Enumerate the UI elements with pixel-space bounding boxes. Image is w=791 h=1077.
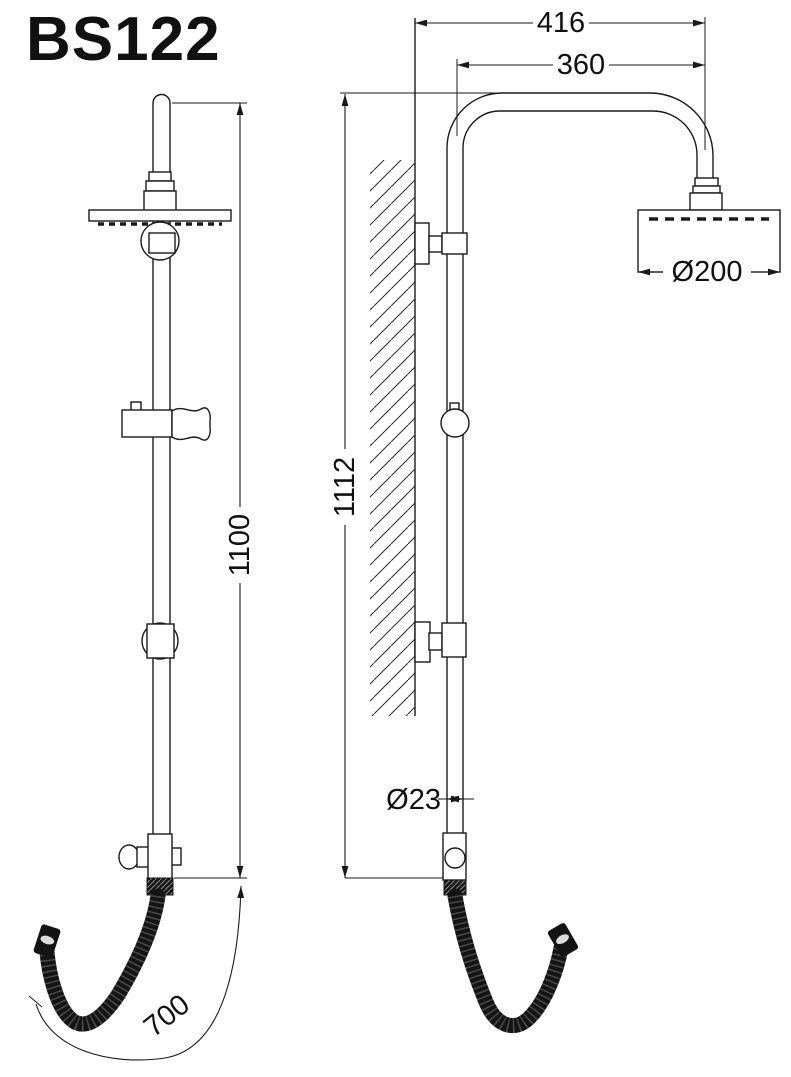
diverter-valve-front — [147, 833, 173, 880]
front-view: 1100 700 — [28, 93, 256, 1061]
wall-bracket-upper — [414, 222, 468, 265]
dim-arm-projection: 360 — [456, 49, 705, 136]
wall-bracket-lower — [414, 621, 467, 663]
shower-arm-inner — [462, 110, 698, 836]
hose-fitting-side — [547, 923, 579, 957]
slider-holder-cradle — [171, 407, 211, 441]
head-flange-front — [148, 171, 172, 182]
shower-arm-outer — [446, 92, 714, 836]
head-flange-side — [694, 177, 719, 187]
ball-joint-clamp — [148, 232, 176, 254]
side-height-label: 1112 — [329, 457, 361, 517]
diverter-knob-front — [118, 844, 140, 870]
wall-hatching — [370, 160, 415, 716]
hose-fitting-front — [33, 924, 61, 958]
head-flange2-side — [692, 185, 721, 194]
dim-side-height: 1112 — [329, 92, 504, 879]
product-code: BS122 — [26, 5, 221, 74]
slider-holder — [121, 409, 173, 438]
shower-hose-side — [447, 888, 569, 1034]
head-hub-front — [143, 190, 177, 212]
head-flange2-front — [145, 180, 175, 192]
overall-width-label: 416 — [537, 7, 585, 39]
dim-overall-width: 416 — [415, 7, 706, 150]
dim-head-diameter: Ø200 — [638, 256, 780, 288]
hose-length-label: 700 — [138, 988, 196, 1043]
head-diameter-label: Ø200 — [672, 256, 743, 288]
dim-pipe-diameter: Ø23 — [386, 784, 474, 816]
shower-head-plate — [88, 209, 232, 222]
pipe-diameter-label: Ø23 — [386, 784, 441, 816]
front-height-label: 1100 — [224, 514, 256, 576]
slider-holder-side — [440, 408, 470, 438]
diverter-knob-side — [444, 847, 466, 869]
side-view: Ø200 4 — [329, 7, 781, 1034]
shower-hose-front — [39, 888, 166, 1032]
arm-projection-label: 360 — [557, 49, 605, 81]
wall-mount-front — [146, 623, 175, 659]
hose-braiding-front — [39, 894, 166, 1032]
head-hub-side — [689, 192, 723, 211]
dim-front-height: 1100 — [172, 102, 256, 879]
riser-pipe-front — [152, 93, 171, 836]
